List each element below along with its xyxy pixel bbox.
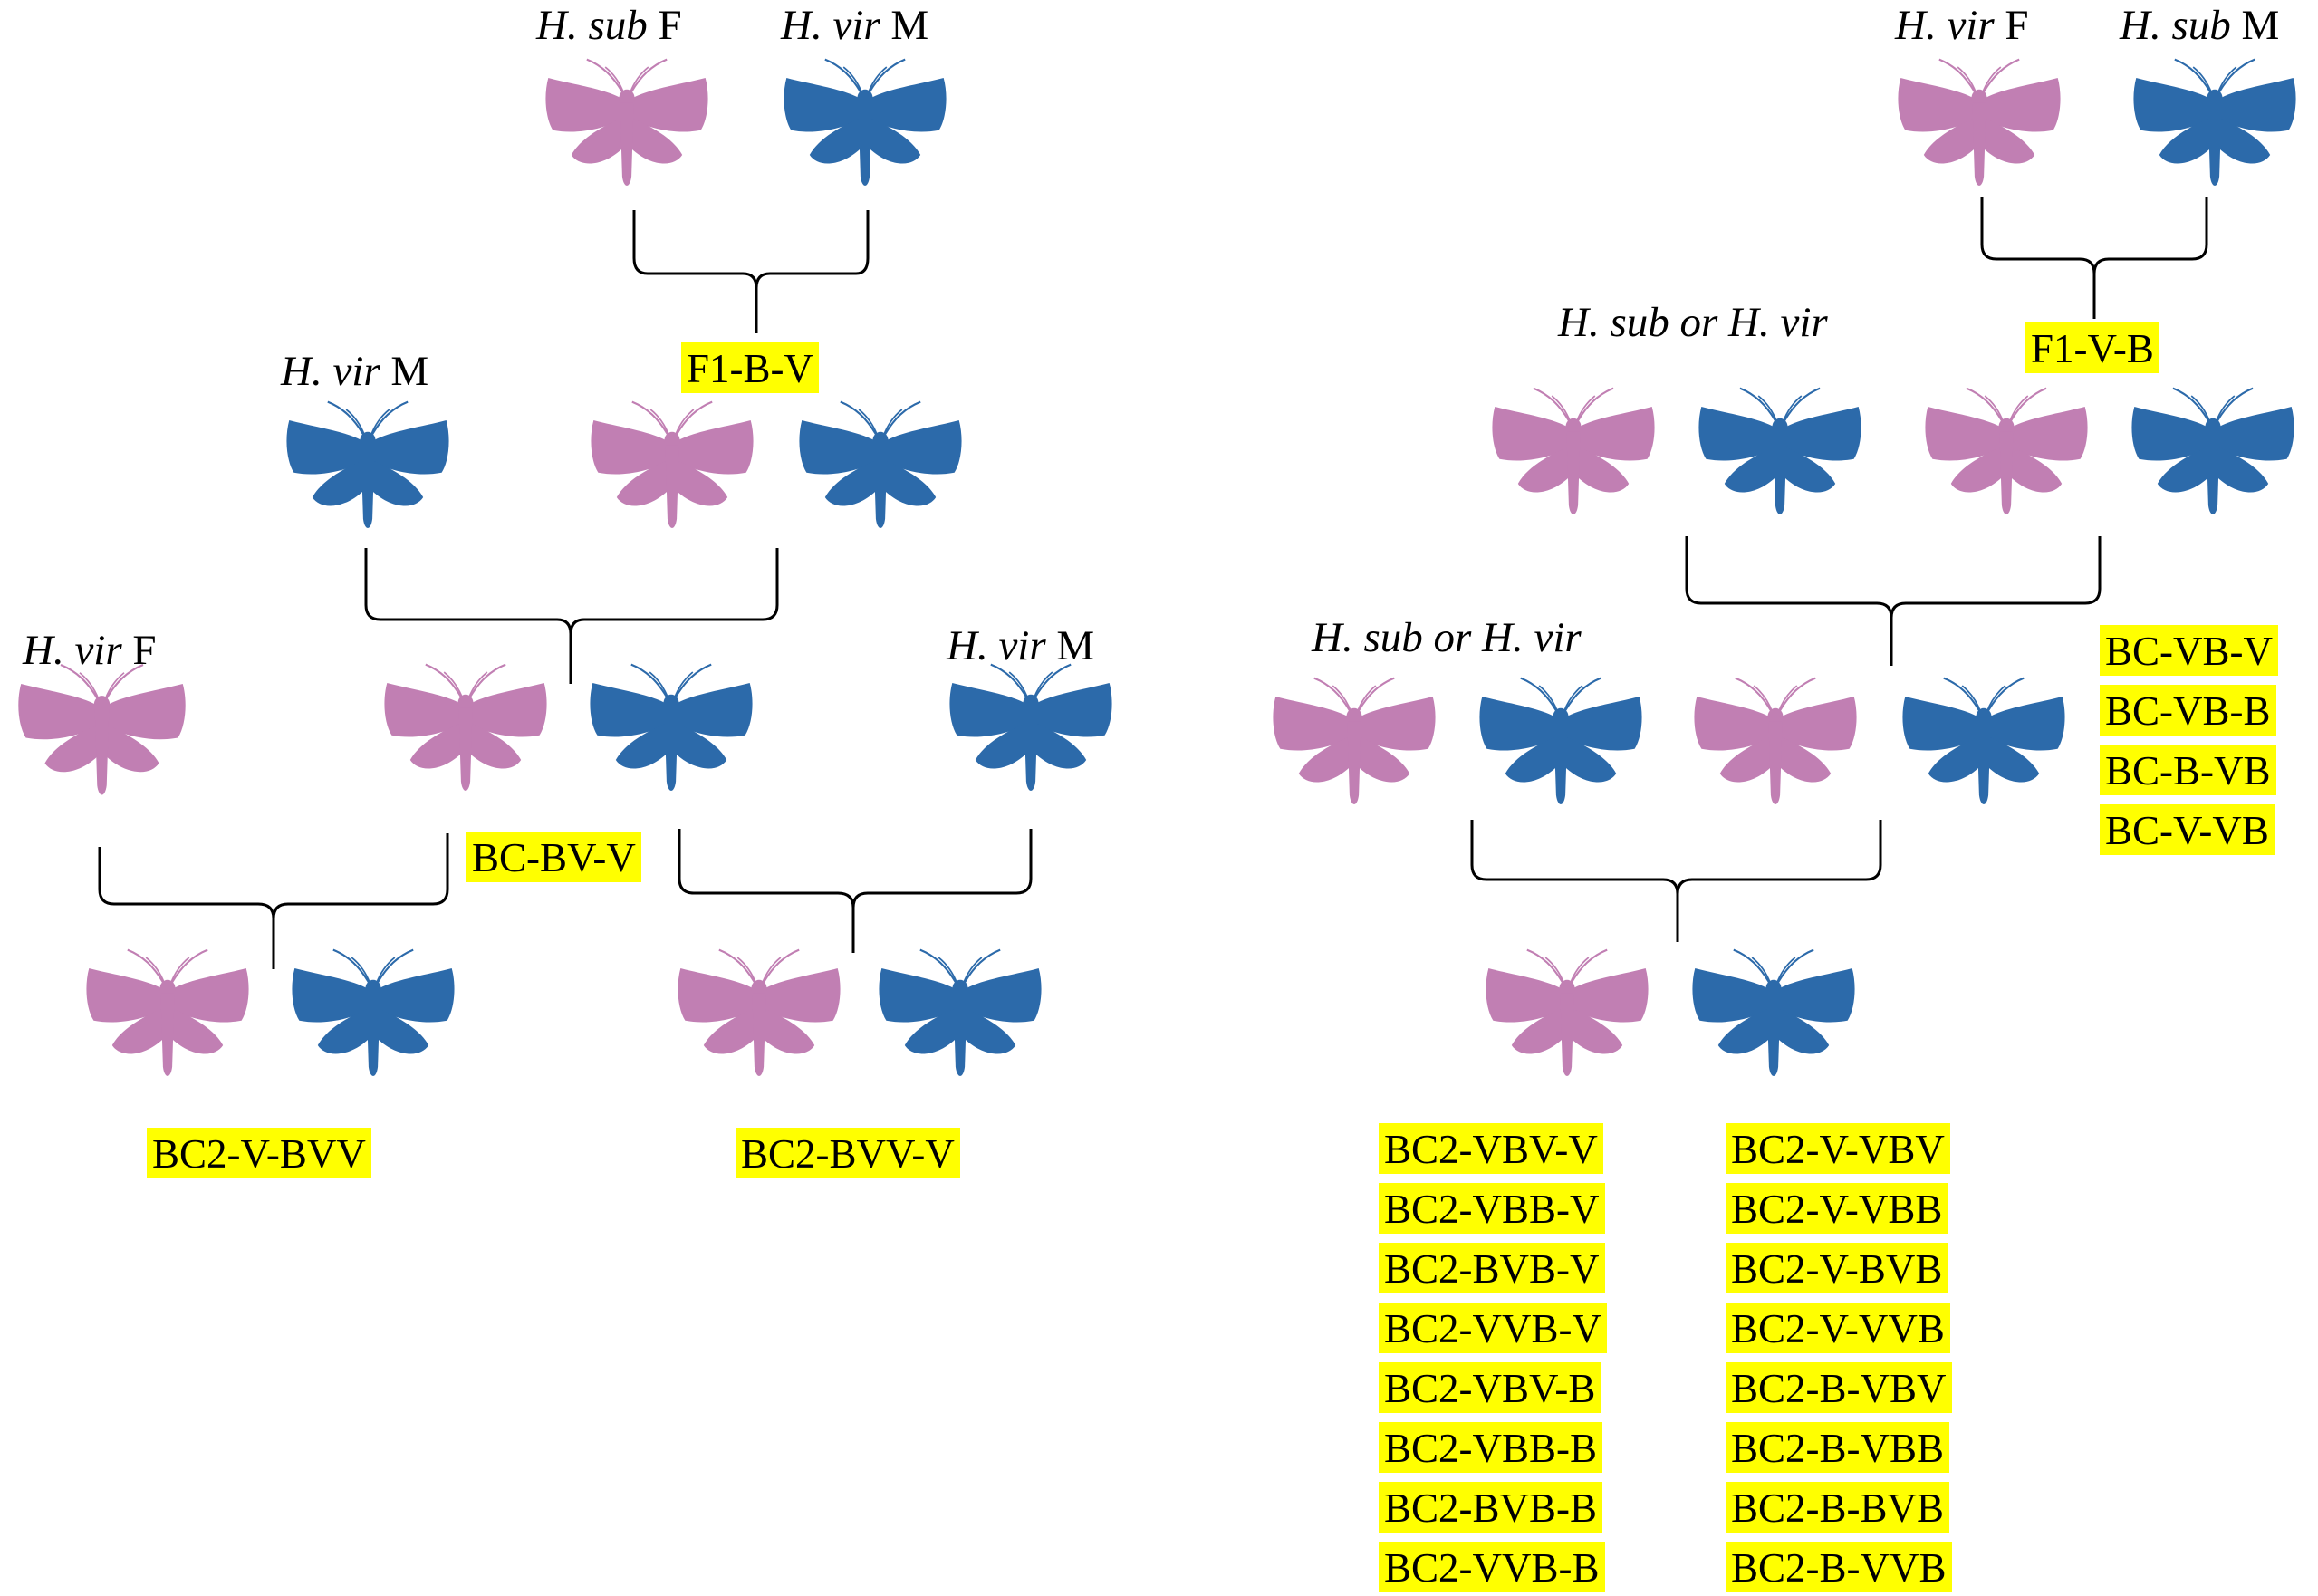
- bc-label: BC-B-VB: [2100, 745, 2276, 795]
- bc-label: BC-BV-V: [466, 832, 641, 882]
- bc2-label: BC2-VBV-B: [1379, 1362, 1601, 1413]
- bc2-label: BC2-B-VBB: [1726, 1422, 1950, 1473]
- bc2-label: BC2-VVB-V: [1379, 1303, 1608, 1353]
- moth-icon: [2132, 58, 2297, 187]
- bc2-parent-label-right: H. sub or H. vir: [1312, 614, 1582, 661]
- backcross-parent-label: H. vir M: [281, 348, 429, 395]
- moth-icon: [589, 663, 754, 793]
- f1-label: F1-B-V: [681, 342, 820, 393]
- bc2-label: BC2-VBB-V: [1379, 1183, 1605, 1234]
- moth-icon: [677, 948, 842, 1078]
- bc2-right-parent-label: H. vir M: [947, 622, 1095, 669]
- bc2-right-label: BC2-BVV-V: [736, 1128, 960, 1178]
- moth-icon: [1491, 387, 1656, 516]
- moth-icon: [383, 663, 548, 793]
- backcross-parent-label-right: H. sub or H. vir: [1558, 299, 1828, 346]
- moth-icon: [798, 400, 963, 530]
- bc-label: BC-VB-B: [2100, 685, 2276, 736]
- bc-label: BC-V-VB: [2100, 804, 2275, 855]
- parent-male-label: H. vir M: [781, 2, 929, 49]
- bc2-label-list-left: BC2-VBV-V BC2-VBB-V BC2-BVB-V BC2-VVB-V …: [1379, 1123, 1608, 1592]
- moth-icon: [1698, 387, 1862, 516]
- moth-icon: [2130, 387, 2295, 516]
- moth-icon: [783, 58, 947, 187]
- bc2-label: BC2-B-BVB: [1726, 1482, 1950, 1533]
- moth-icon: [291, 948, 456, 1078]
- bc2-label-list-right: BC2-V-VBV BC2-V-VBB BC2-V-BVB BC2-V-VVB …: [1726, 1123, 1952, 1592]
- bc2-label: BC2-B-VBV: [1726, 1362, 1952, 1413]
- bc2-label: BC2-V-VBV: [1726, 1123, 1950, 1174]
- bc2-label: BC2-V-VBB: [1726, 1183, 1948, 1234]
- bc-label: BC-VB-V: [2100, 625, 2279, 676]
- bc2-label: BC2-V-VVB: [1726, 1303, 1950, 1353]
- bc2-label: BC2-VVB-B: [1379, 1542, 1605, 1592]
- cross-bracket: [364, 548, 779, 684]
- moth-icon: [1272, 677, 1437, 806]
- bc2-left-parent-label: H. vir F: [23, 627, 157, 674]
- f1-label-right: F1-V-B: [2025, 322, 2159, 373]
- moth-icon: [85, 948, 250, 1078]
- moth-icon: [1691, 948, 1856, 1078]
- bc2-label: BC2-BVB-V: [1379, 1243, 1605, 1293]
- cross-brackets: [98, 197, 2208, 969]
- parent-female-label-right: H. vir F: [1895, 2, 2029, 49]
- bc2-left-label: BC2-V-BVV: [147, 1128, 371, 1178]
- cross-bracket: [1685, 536, 2102, 666]
- bc2-label: BC2-V-BVB: [1726, 1243, 1948, 1293]
- cross-bracket: [1470, 820, 1882, 942]
- moth-icon: [1485, 948, 1650, 1078]
- moth-icon: [1897, 58, 2062, 187]
- bc2-label: BC2-B-VVB: [1726, 1542, 1952, 1592]
- moth-icon: [1901, 677, 2066, 806]
- parent-male-label-right: H. sub M: [2120, 2, 2280, 49]
- moth-icon: [1924, 387, 2089, 516]
- moth-icon: [544, 58, 709, 187]
- bc2-label: BC2-VBV-V: [1379, 1123, 1603, 1174]
- moth-icon: [1693, 677, 1858, 806]
- bc2-label: BC2-BVB-B: [1379, 1482, 1603, 1533]
- cross-bracket: [632, 210, 870, 333]
- parent-female-label: H. sub F: [536, 2, 682, 49]
- cross-bracket: [98, 833, 449, 969]
- bc-label-list: BC-VB-V BC-VB-B BC-B-VB BC-V-VB: [2100, 625, 2279, 855]
- bc2-label: BC2-VBB-B: [1379, 1422, 1603, 1473]
- cross-bracket: [1980, 197, 2208, 319]
- cross-bracket: [678, 829, 1033, 953]
- moth-icon: [17, 663, 187, 796]
- moth-icon: [948, 663, 1113, 793]
- moth-icon: [1478, 677, 1643, 806]
- moth-icon: [878, 948, 1043, 1078]
- moth-icon: [285, 400, 450, 530]
- moth-icon: [590, 400, 755, 530]
